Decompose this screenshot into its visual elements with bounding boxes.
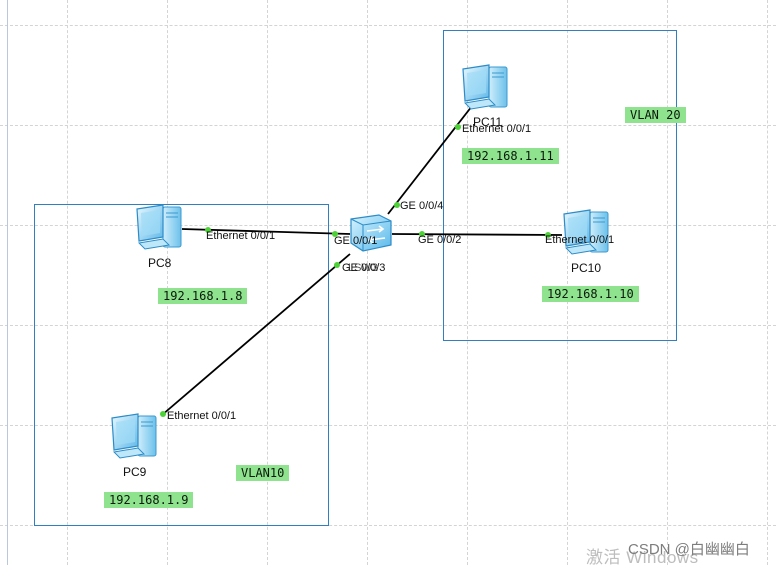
pc11-port-label: Ethernet 0/0/1: [462, 123, 532, 135]
pc11-computer-icon[interactable]: [459, 63, 513, 113]
vlan20-region[interactable]: [443, 30, 677, 341]
pc9-label: PC9: [123, 465, 147, 479]
port-dot: [334, 262, 340, 268]
vlan10-region[interactable]: [34, 204, 329, 526]
vlan10-tag[interactable]: VLAN10: [236, 465, 290, 481]
activate-windows-watermark: 激活 Windows: [586, 548, 699, 567]
pc10-port-label: Ethernet 0/0/1: [545, 234, 615, 246]
switch-port-ge002-label: GE 0/0/2: [418, 234, 462, 246]
pc9-computer-icon[interactable]: [108, 412, 162, 462]
pc10-label: PC10: [571, 261, 602, 275]
port-dot: [419, 231, 425, 237]
pc8-computer-icon[interactable]: [133, 203, 187, 253]
pc11-ip-tag[interactable]: 192.168.1.11: [462, 148, 559, 164]
pc10-ip-tag[interactable]: 192.168.1.10: [542, 286, 639, 302]
grid-line: [0, 125, 776, 126]
switch-name-label: LSW3: [348, 262, 378, 274]
grid-line: [0, 25, 776, 26]
switch-lsw3-icon[interactable]: [347, 211, 395, 255]
link-pc9-switch[interactable]: [161, 253, 351, 416]
csdn-watermark: CSDN @白幽幽白: [628, 541, 750, 558]
pc9-port-label: Ethernet 0/0/1: [167, 410, 237, 422]
pc8-label: PC8: [148, 256, 172, 270]
grid-line: [367, 0, 368, 565]
port-dot: [160, 411, 166, 417]
port-dot: [545, 232, 551, 238]
switch-port-ge003-label: GE 0/0/3: [342, 262, 386, 274]
grid-line: [0, 325, 776, 326]
grid-line: [167, 0, 168, 565]
pc10-computer-icon[interactable]: [560, 208, 614, 258]
pc8-port-label: Ethernet 0/0/1: [206, 230, 276, 242]
port-dots: [160, 124, 551, 417]
grid-line: [667, 0, 668, 565]
switch-port-ge004-label: GE 0/0/4: [400, 200, 444, 212]
grid-line: [0, 425, 776, 426]
pc8-ip-tag[interactable]: 192.168.1.8: [158, 288, 248, 304]
link-pc11-switch[interactable]: [387, 105, 473, 215]
pc11-label: PC11: [473, 115, 503, 129]
port-dot: [394, 202, 400, 208]
port-dot: [332, 231, 338, 237]
pc9-ip-tag[interactable]: 192.168.1.9: [104, 492, 194, 508]
grid-line: [0, 525, 776, 526]
port-dot: [455, 124, 461, 130]
grid-line: [67, 0, 68, 565]
port-dot: [205, 227, 211, 233]
grid-line: [567, 0, 568, 565]
switch-port-ge001-label: GE 0/0/1: [334, 235, 378, 247]
grid-line: [267, 0, 268, 565]
grid-line: [467, 0, 468, 565]
canvas-left-edge: [7, 0, 8, 565]
grid-line: [767, 0, 768, 565]
vlan20-tag[interactable]: VLAN 20: [625, 107, 686, 123]
